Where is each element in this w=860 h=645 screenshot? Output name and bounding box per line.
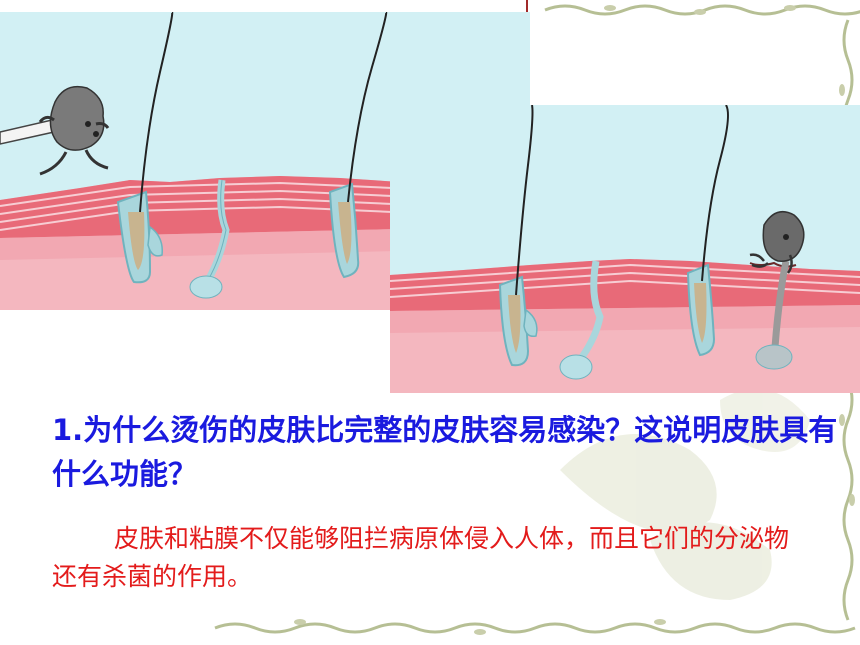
hair-follicle-left	[498, 105, 538, 367]
sweat-gland-left	[189, 179, 230, 299]
pathogen-icon	[749, 210, 805, 274]
hair-follicle-right	[328, 12, 388, 279]
damaged-skin-illustration	[390, 105, 860, 393]
hair-follicle-right	[686, 105, 729, 357]
intact-skin-illustration	[0, 12, 530, 310]
damaged-sweat-duct	[755, 260, 793, 370]
intact-skin-diagram	[0, 12, 530, 310]
question-text: 1.为什么烫伤的皮肤比完整的皮肤容易感染？这说明皮肤具有什么功能？	[52, 408, 842, 496]
damaged-skin-diagram	[390, 105, 860, 393]
sweat-gland-left	[559, 260, 604, 380]
question-number: 1.	[52, 413, 84, 447]
vine-border-bottom	[214, 619, 856, 635]
leaf-watermark	[560, 388, 810, 600]
pathogen-icon	[0, 85, 110, 176]
answer-text: 皮肤和粘膜不仅能够阻拦病原体侵入人体，而且它们的分泌物还有杀菌的作用。	[52, 524, 790, 591]
hair-follicle-left	[116, 12, 174, 284]
skin-tissue	[390, 259, 860, 393]
vine-border-top	[544, 4, 860, 16]
question-body: 为什么烫伤的皮肤比完整的皮肤容易感染？这说明皮肤具有什么功能？	[52, 413, 838, 491]
